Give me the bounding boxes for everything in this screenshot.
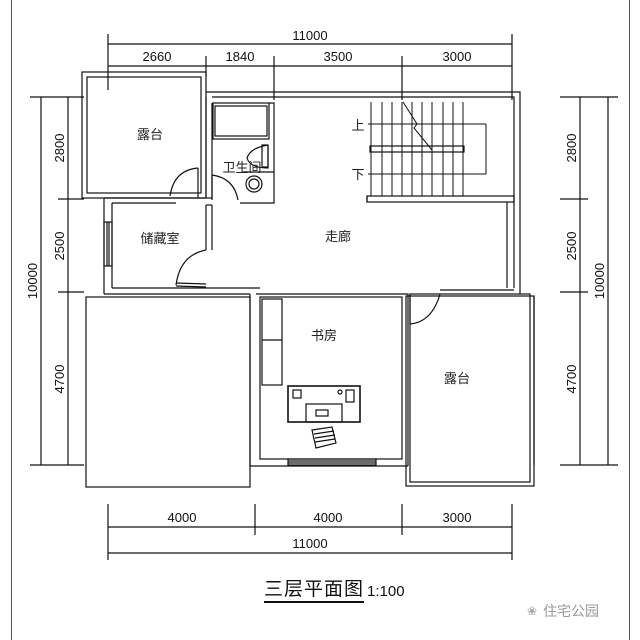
watermark-text: 住宅公园 bbox=[543, 604, 600, 620]
dim-left-seg-3: 4700 bbox=[52, 365, 67, 394]
door-terrace-nw bbox=[169, 167, 199, 197]
dim-right-seg-1: 2800 bbox=[564, 134, 579, 163]
label-study: 书房 bbox=[311, 328, 337, 344]
dim-right-seg-3: 4700 bbox=[564, 365, 579, 394]
door-study bbox=[409, 293, 441, 325]
dim-bottom-seg-3: 3000 bbox=[443, 510, 472, 525]
room-bathroom bbox=[205, 97, 275, 206]
dim-bottom-seg-2: 4000 bbox=[314, 510, 343, 525]
staircase bbox=[366, 195, 515, 203]
stair-down-label: 下 bbox=[351, 168, 364, 183]
dim-top-seg-1: 2660 bbox=[143, 49, 172, 64]
image-frame bbox=[11, 0, 630, 640]
wechat-bubble-icon: ❀ bbox=[527, 604, 538, 618]
dim-top-total: 11000 bbox=[292, 28, 327, 43]
main-walls bbox=[103, 91, 521, 295]
dimension-right bbox=[560, 96, 618, 466]
stair-treads bbox=[368, 101, 487, 196]
dim-left-total: 10000 bbox=[25, 263, 40, 299]
label-storage: 储藏室 bbox=[140, 231, 179, 247]
room-study bbox=[249, 293, 409, 467]
dim-right-seg-2: 2500 bbox=[564, 232, 579, 261]
dimension-left bbox=[30, 96, 84, 466]
drawing-title: 三层平面图 bbox=[264, 578, 365, 603]
dim-left-seg-1: 2800 bbox=[52, 134, 67, 163]
watermark: ❀ 住宅公园 bbox=[527, 601, 599, 621]
dim-left-seg-2: 2500 bbox=[52, 232, 67, 261]
room-terrace-se bbox=[405, 293, 535, 487]
dim-top-seg-4: 3000 bbox=[443, 49, 472, 64]
room-storage bbox=[175, 205, 213, 288]
dim-right-total: 10000 bbox=[592, 263, 607, 299]
dimension-top bbox=[107, 34, 513, 100]
label-bathroom: 卫生间 bbox=[222, 161, 261, 176]
dim-top-seg-3: 3500 bbox=[324, 49, 353, 64]
label-terrace-nw: 露台 bbox=[137, 128, 163, 143]
room-block-sw bbox=[85, 296, 251, 488]
dim-top-seg-2: 1840 bbox=[226, 49, 255, 64]
drawing-scale: 1:100 bbox=[367, 583, 405, 600]
label-terrace-se: 露台 bbox=[444, 372, 470, 387]
label-corridor: 走廊 bbox=[325, 229, 351, 245]
stair-up-label: 上 bbox=[351, 119, 364, 134]
dimension-bottom bbox=[107, 504, 513, 560]
dim-bottom-seg-1: 4000 bbox=[168, 510, 197, 525]
dim-bottom-total: 11000 bbox=[292, 536, 327, 551]
